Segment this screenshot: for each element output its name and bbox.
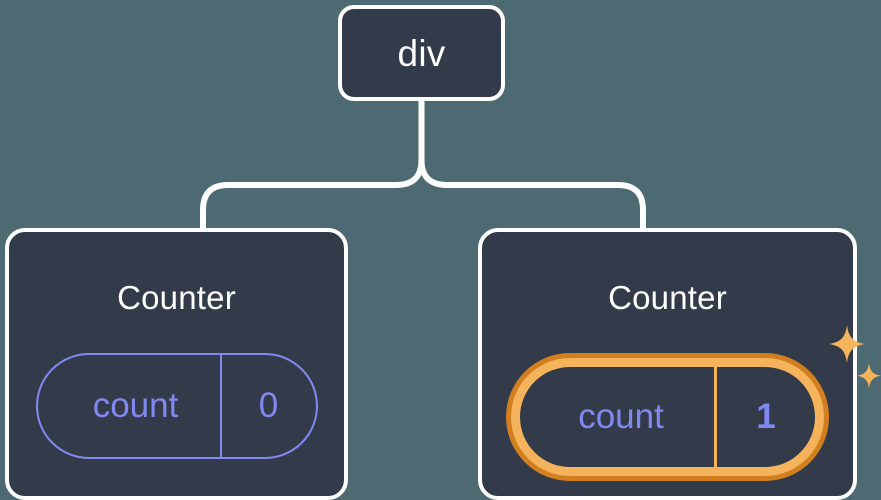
state-pill-key: count [92, 386, 179, 425]
connector-branch-right [418, 157, 646, 233]
node-counter-right-label: Counter [608, 279, 727, 316]
node-div[interactable]: div [338, 5, 505, 101]
state-pill-key: count [578, 397, 664, 436]
node-counter-right[interactable]: Counter count 1 [478, 228, 881, 500]
node-div-label: div [397, 32, 446, 74]
state-pill-count-left[interactable]: count 0 [35, 353, 318, 459]
state-pill-highlight-ring: count 1 [506, 353, 829, 481]
state-pill-highlight-inner-ring: count 1 [511, 358, 824, 476]
node-counter-left-label: Counter [117, 279, 236, 316]
state-pill-value: 0 [219, 355, 316, 457]
state-pill-wrapper-right: count 1 [506, 325, 881, 481]
connector-branch-left [200, 157, 425, 233]
node-counter-left[interactable]: Counter count 0 [5, 228, 348, 500]
sparkle-small-icon [857, 363, 881, 389]
state-pill-count-right[interactable]: count 1 [520, 367, 815, 467]
sparkle-large-icon [829, 325, 865, 363]
state-pill-value: 1 [714, 367, 815, 467]
state-pill-wrapper-left: count 0 [35, 353, 318, 459]
sparkle-icons-group [829, 325, 881, 389]
